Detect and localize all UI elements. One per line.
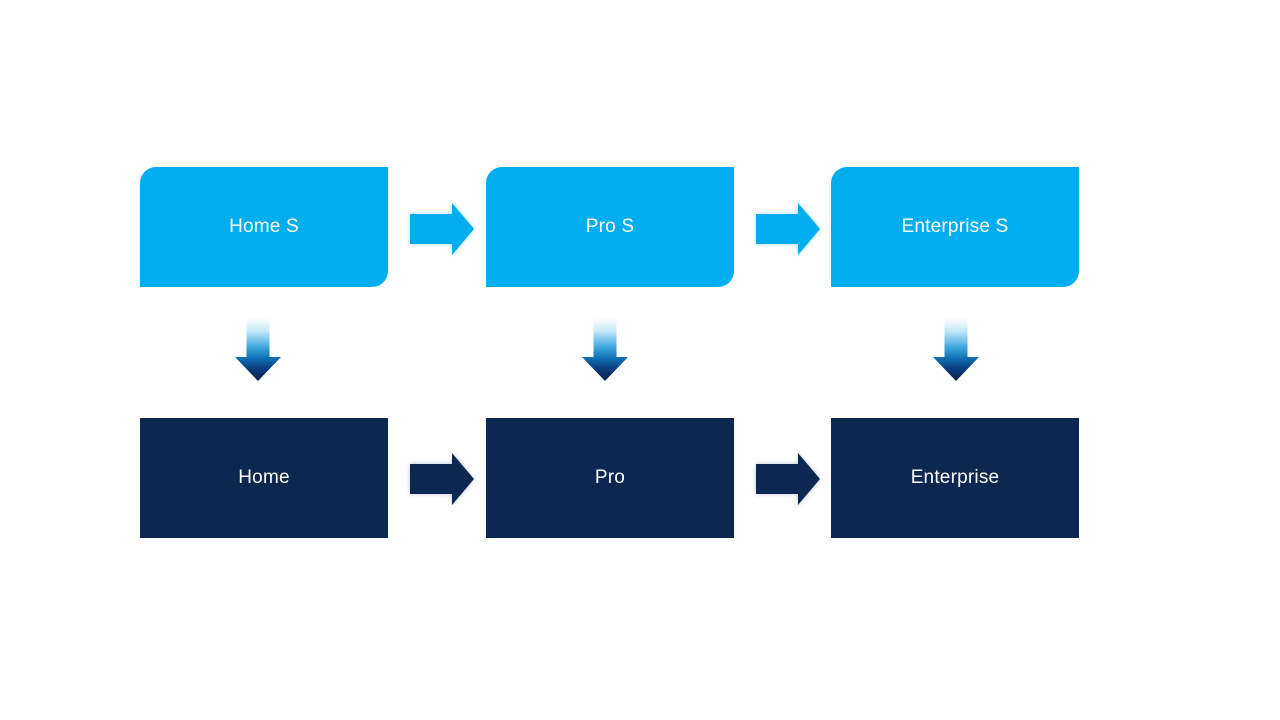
- bottom-box-enterprise-label: Enterprise: [910, 467, 1000, 488]
- bottom-box-home-label: Home: [238, 467, 290, 488]
- top-box-enterprise-s: Enterprise S: [831, 167, 1079, 287]
- right-arrow-icon: [410, 453, 474, 505]
- bottom-box-pro-label: Pro: [594, 467, 626, 488]
- down-arrow-icon: [235, 318, 281, 381]
- down-arrow-icon: [933, 318, 979, 381]
- top-box-pro-s: Pro S: [486, 167, 734, 287]
- bottom-box-pro: Pro: [486, 418, 734, 538]
- bottom-box-enterprise: Enterprise: [831, 418, 1079, 538]
- top-box-pro-s-label: Pro S: [585, 216, 635, 237]
- right-arrow-icon: [756, 453, 820, 505]
- bottom-box-home: Home: [140, 418, 388, 538]
- right-arrow-icon: [756, 203, 820, 255]
- top-box-enterprise-s-label: Enterprise S: [901, 216, 1009, 237]
- top-box-home-s: Home S: [140, 167, 388, 287]
- down-arrow-icon: [582, 318, 628, 381]
- right-arrow-icon: [410, 203, 474, 255]
- top-box-home-s-label: Home S: [229, 216, 299, 237]
